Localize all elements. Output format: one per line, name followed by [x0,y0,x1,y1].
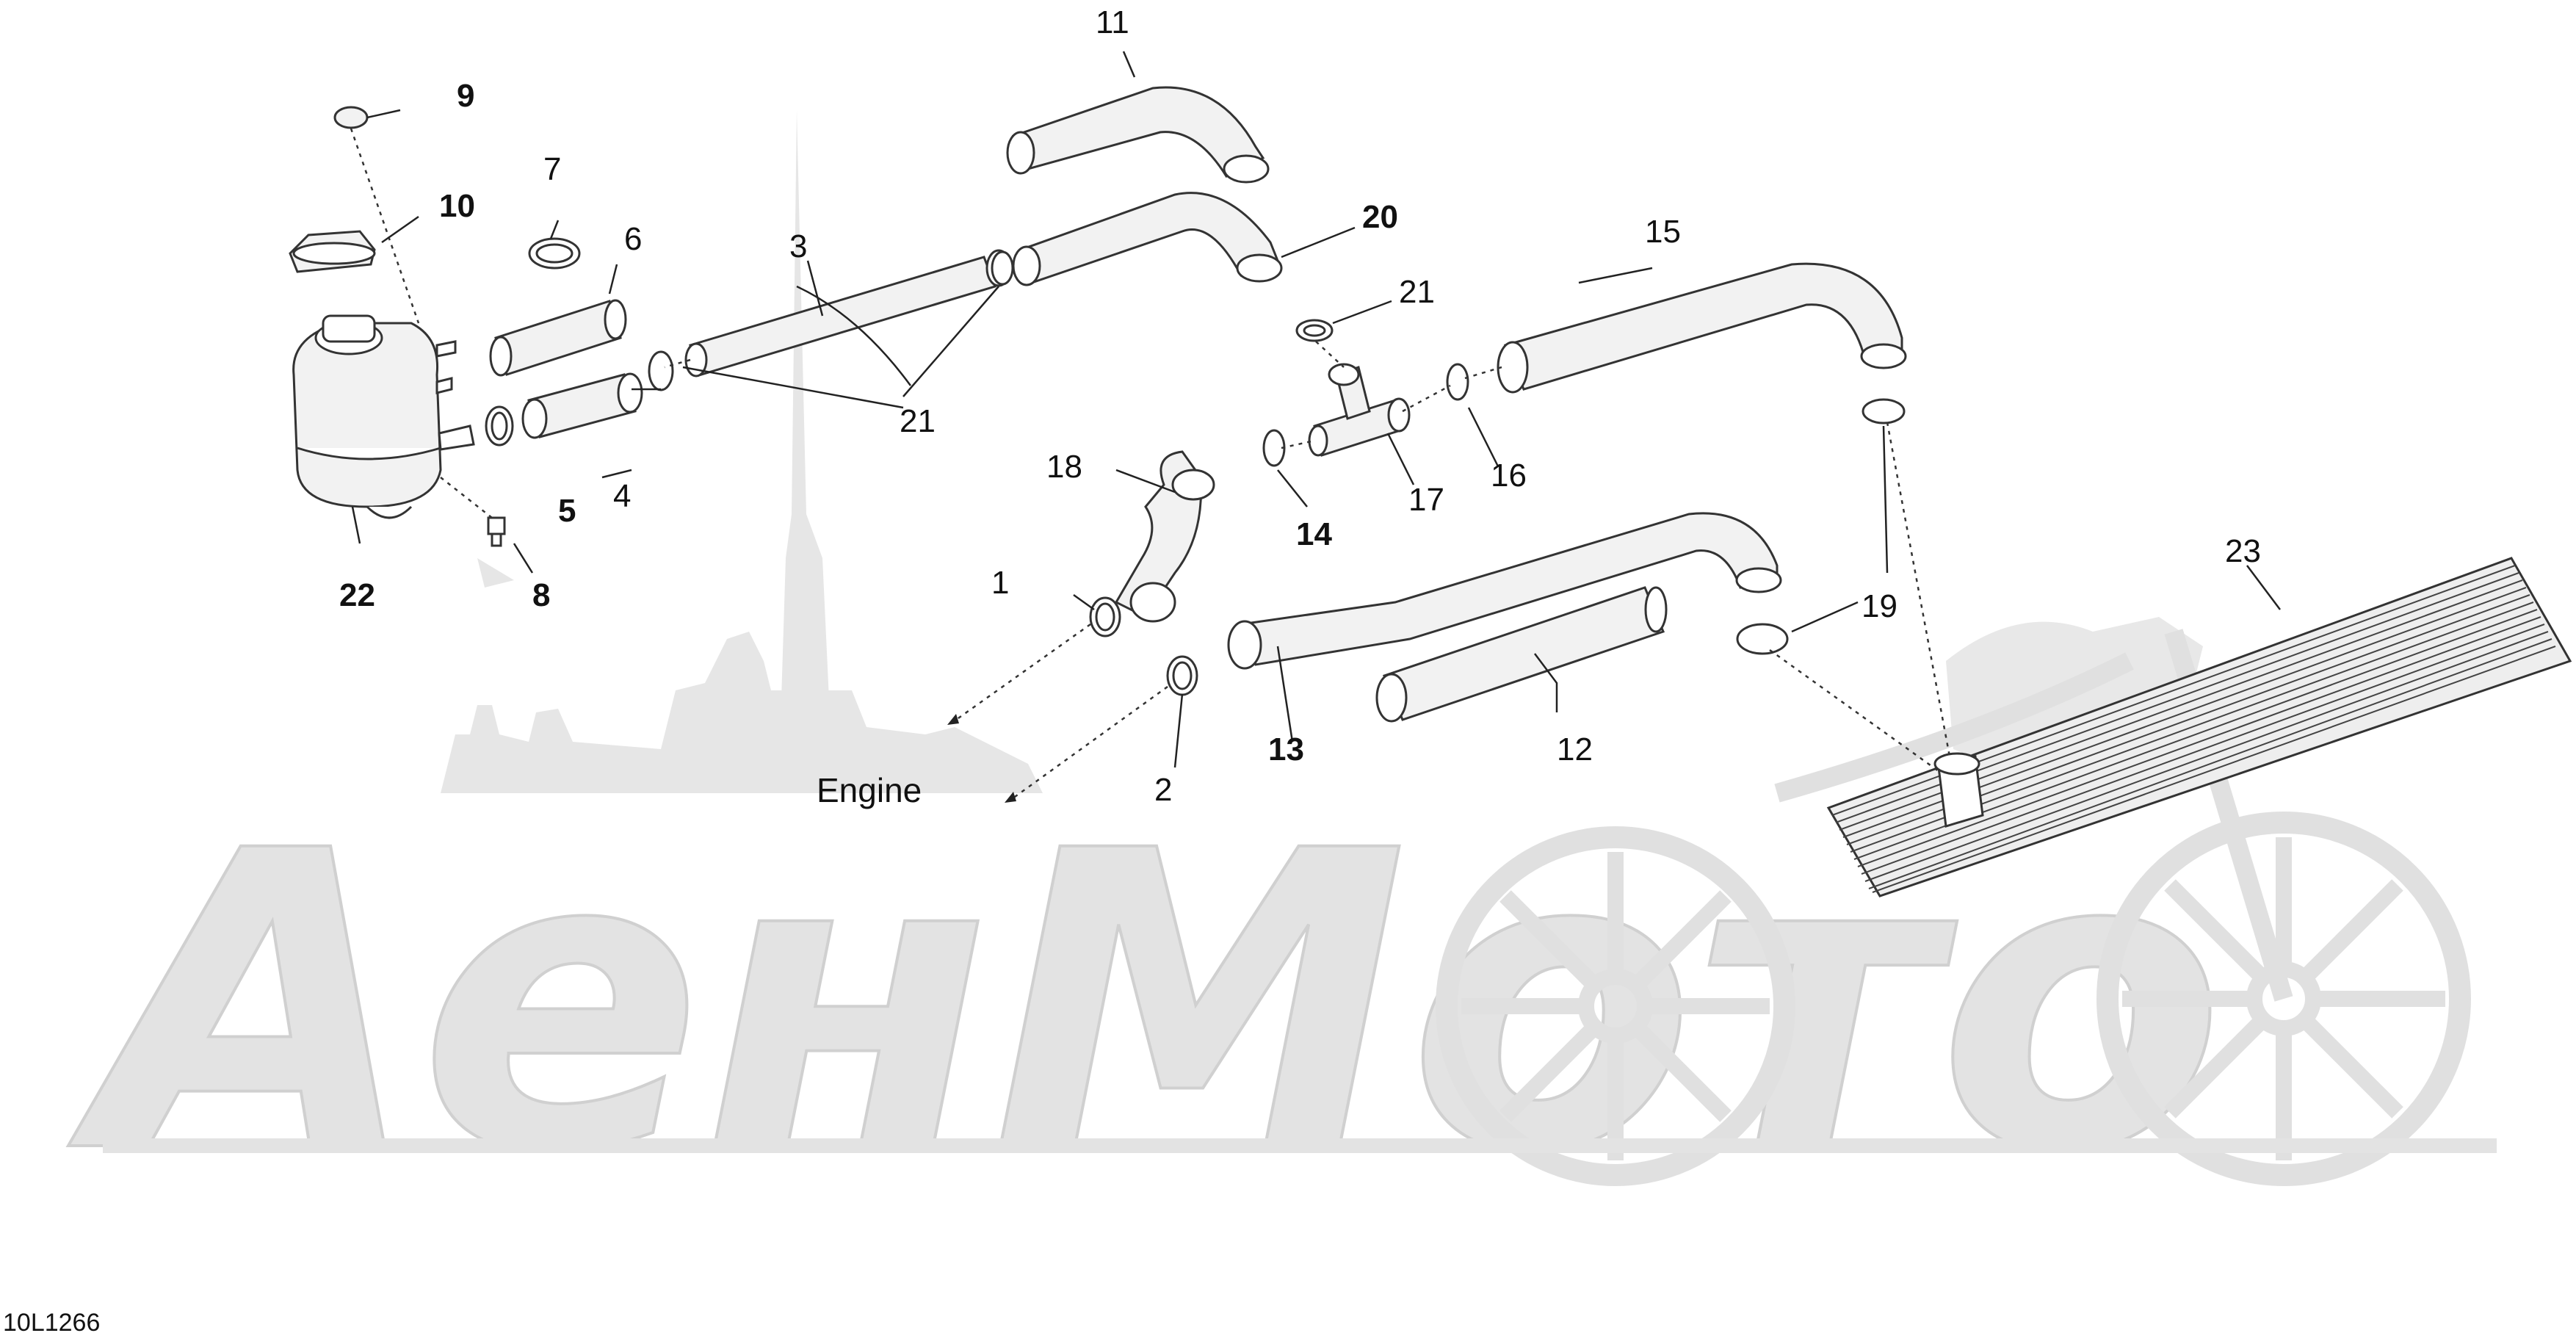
callout-15: 15 [1645,214,1681,250]
callout-1: 1 [991,565,1009,601]
part-17-t-fitting [1308,363,1411,457]
callout-12: 12 [1557,731,1593,767]
part-3-long-pipe [648,249,1012,391]
callout-6: 6 [624,221,642,257]
watermark-text: АенМото [63,765,2225,1243]
part-20-bent-hose [1012,192,1283,286]
assembly-dotted-lines [350,128,1951,802]
callout-3: 3 [789,228,807,264]
callout-10: 10 [439,188,475,224]
leader-lines [351,51,2281,768]
part-8-screw [487,516,506,547]
callout-7: 7 [543,151,561,187]
callout-17: 17 [1408,482,1444,518]
callout-21-right: 21 [1399,274,1435,310]
watermark-rear-wheel [1436,826,1795,1186]
engine-arrow-2 [1005,792,1016,803]
engine-arrow-1 [947,714,959,725]
part-1-clamp [1089,596,1121,637]
part-10-reservoir-cap [289,230,376,273]
part-11-bent-hose [1006,86,1270,184]
callout-19: 19 [1862,588,1897,624]
engine-arrows [947,714,1016,803]
part-7-clamp [528,237,581,270]
part-23-heat-exchanger [1826,557,2572,897]
callout-4: 4 [613,478,631,514]
watermark-buildings [441,632,1043,793]
callout-5: 5 [558,493,576,529]
callout-13: 13 [1268,731,1304,767]
watermark-flag [477,558,514,588]
callout-2: 2 [1154,772,1172,808]
callout-23: 23 [2225,533,2261,569]
callout-16: 16 [1491,458,1527,494]
part-4-short-hose [521,372,643,439]
callout-21-left: 21 [900,403,936,439]
part-19-clamps [1736,398,1906,655]
part-18-s-hose [1114,450,1215,623]
callout-20: 20 [1362,199,1398,235]
callout-8: 8 [532,577,550,613]
callout-22: 22 [339,577,375,613]
part-12-straight-hose [1375,586,1668,723]
part-14-clamp [1262,429,1286,467]
callout-9: 9 [457,78,474,114]
part-9-overflow-hose [105,106,369,637]
part-21-clamps [991,250,1334,342]
watermark-spire [778,110,833,793]
callout-11: 11 [1096,4,1129,40]
watermark: АенМото [62,110,2497,1245]
part-16-clamp [1446,363,1469,401]
part-2-clamp [1166,655,1198,696]
callout-18: 18 [1046,449,1082,485]
document-id: 10L1266 [3,1309,100,1337]
part-6-sleeve [489,299,627,377]
engine-label: Engine [817,771,922,809]
callouts: 1 2 3 4 5 6 7 8 9 10 11 12 13 14 15 16 1… [339,4,2261,808]
part-22-coolant-reservoir [292,314,475,519]
part-5-clamp [485,405,514,447]
part-13-long-bent-hose [1227,512,1782,670]
callout-14: 14 [1296,516,1332,552]
part-15-bent-hose [1497,262,1907,394]
